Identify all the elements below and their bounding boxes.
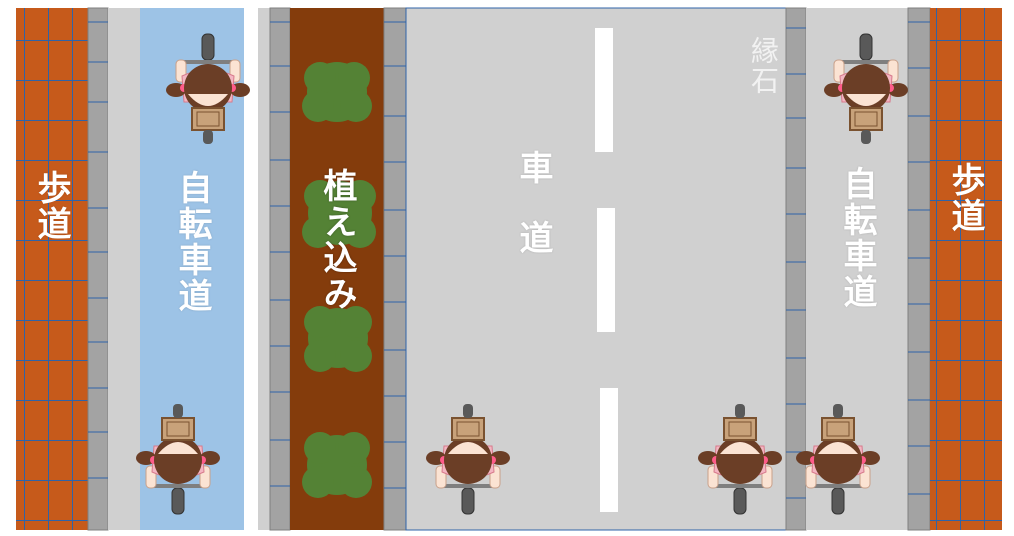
- label-roadway: 車道: [513, 150, 553, 290]
- right-sidewalk: [930, 8, 1002, 530]
- shrub: [302, 432, 372, 498]
- label-sidewalk-left: 歩道: [31, 170, 71, 242]
- label-sidewalk-right: 歩道: [945, 162, 985, 234]
- label-curb: 縁石: [747, 36, 780, 96]
- label-planting: 植え込み: [317, 168, 357, 312]
- lane-center-marking: [595, 28, 618, 512]
- shrub: [302, 62, 372, 122]
- shrub: [302, 180, 376, 248]
- left-curb: [87, 7, 109, 531]
- left-sidewalk: [16, 8, 88, 530]
- label-bike-lane-right: 自転車道: [837, 166, 877, 310]
- shrub: [304, 306, 372, 372]
- label-bike-lane-left: 自転車道: [172, 170, 212, 314]
